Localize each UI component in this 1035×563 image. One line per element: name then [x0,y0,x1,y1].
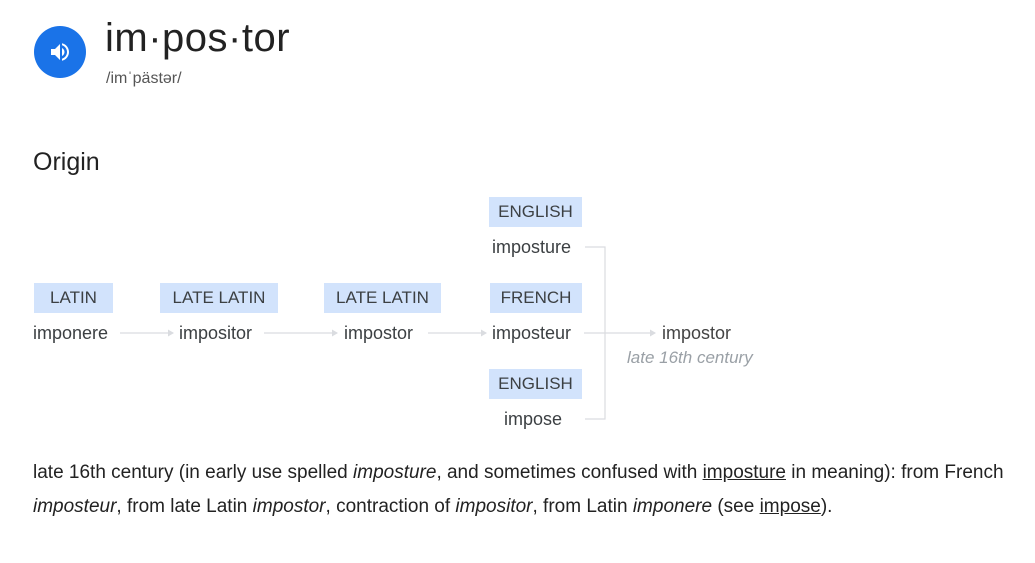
result-word: impostor [662,323,732,343]
desc-italic-imposture: imposture [353,462,437,483]
etymon-impositor: impositor [179,323,253,343]
desc-text: , from Latin [532,495,633,517]
origin-heading: Origin [33,148,100,176]
desc-text: , and sometimes confused with [436,462,703,483]
etymon-imposteur: imposteur [492,323,572,343]
etymon-imponere: imponere [33,323,109,343]
desc-text: , from late Latin [116,495,253,517]
pronunciation: /imˈpästər/ [106,70,182,87]
etymon-imposture: imposture [492,237,572,257]
origin-description: late 16th century (in early use spelled … [33,456,1008,523]
link-imposture[interactable]: imposture [702,462,786,483]
bracket-english-imposture-impose [585,246,606,420]
link-impose[interactable]: impose [759,495,821,517]
speaker-icon [51,43,69,61]
desc-text: late 16th century (in early use spelled [33,462,354,483]
etymon-impostor: impostor [344,323,414,343]
audio-button[interactable] [34,26,86,78]
desc-text: , contraction of [325,495,456,517]
arrowhead [332,329,338,337]
desc-italic-impositor: impositor [455,495,533,517]
arrowhead [481,329,487,337]
lang-label-latin: LATIN [34,283,113,313]
desc-text: in meaning): from French [786,462,1004,483]
desc-text: ). [820,495,833,517]
arrowhead [650,329,656,337]
desc-italic-imponere: imponere [632,495,713,517]
result-date: late 16th century [627,348,753,367]
lang-label-english-2: ENGLISH [489,369,582,399]
desc-text: (see [712,495,760,517]
lang-label-french: FRENCH [490,283,582,313]
lang-label-english-1: ENGLISH [489,197,582,227]
desc-italic-imposteur: imposteur [33,495,117,517]
arrowhead [168,329,174,337]
lang-label-late-latin: LATE LATIN [160,283,278,313]
lang-label-late-latin-2: LATE LATIN [324,283,441,313]
etymon-impose: impose [504,409,563,429]
headword: im·pos·tor [105,16,291,60]
desc-italic-impostor: impostor [252,495,326,517]
